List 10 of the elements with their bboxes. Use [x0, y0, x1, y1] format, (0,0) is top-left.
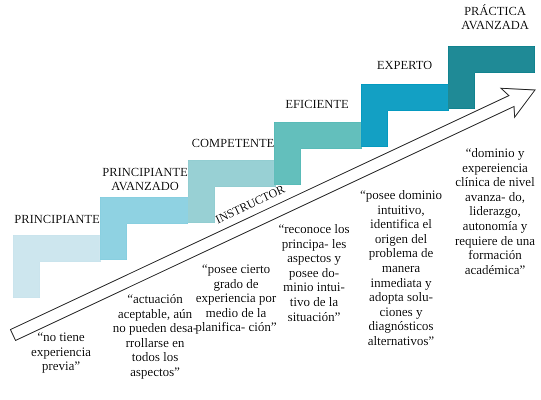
stage-label: EFICIENTE	[284, 97, 350, 111]
stage-label: PRINCIPIANTE	[13, 212, 101, 226]
description-text: “dominio y expereiencia clínica de nivel avanza- do, liderazgo, autonomía y requiere de una formación académica”	[454, 146, 536, 278]
stage-label: EXPERTO	[376, 58, 434, 72]
stage-label: PRÁCTICA AVANZADA	[460, 4, 530, 32]
stage-label: PRINCIPIANTE AVANZADO	[101, 165, 189, 193]
description-text: “posee dominio intuitivo, identifica el origen del problema de manera inmediata y adopta solu- ciones y diagnósticos alternativos”	[360, 188, 442, 349]
description-text: “reconoce los principa- les aspectos y posee do- minio intui- tivo de la situación”	[278, 222, 351, 324]
description-text: “no tiene experiencia previa”	[30, 330, 92, 374]
stage-label: COMPETENTE	[190, 136, 276, 150]
